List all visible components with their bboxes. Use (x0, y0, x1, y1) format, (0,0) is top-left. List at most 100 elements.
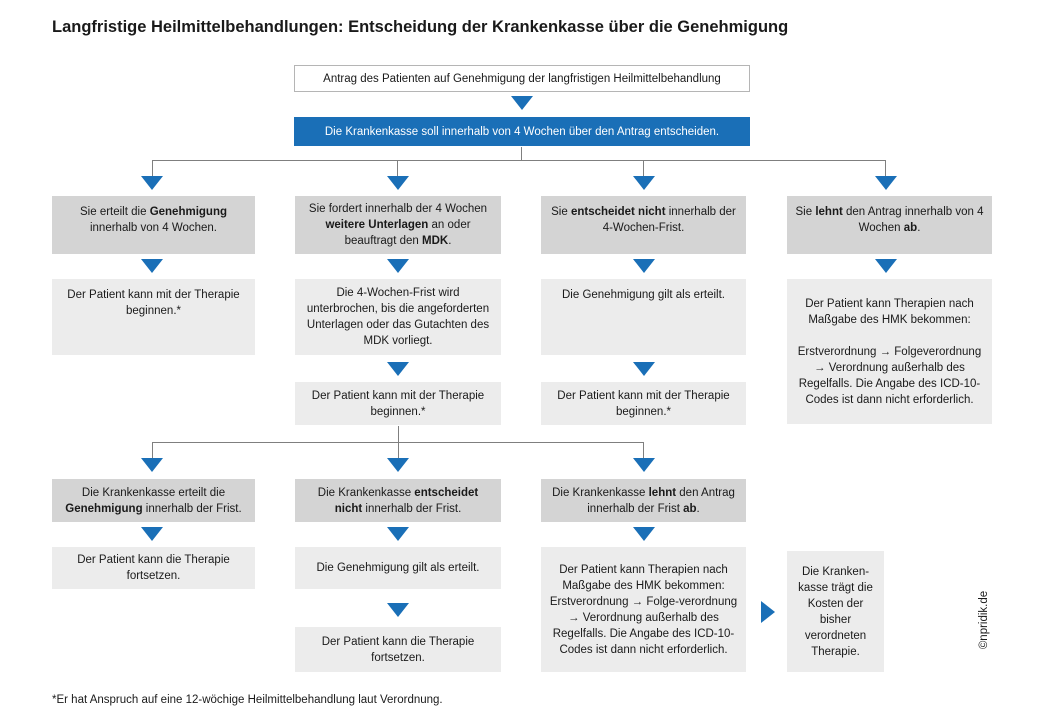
text-segment: Die Krankenkasse (317, 486, 415, 499)
bold-text: Genehmigung (149, 206, 227, 218)
text-segment: Die Genehmigung gilt als erteilt. (316, 562, 480, 574)
bold-text: ab (683, 502, 697, 515)
bold-text: lehnt (815, 206, 843, 218)
result-therapie-fortsetzen-text: Der Patient kann die Therapie fortsetzen… (303, 634, 493, 666)
result-therapie-beginnen-text: Der Patient kann mit der Therapie beginn… (60, 287, 247, 319)
text-segment: Der Patient kann die Therapie fortsetzen… (77, 554, 230, 582)
option-ablehnung-box: Sie lehnt den Antrag innerhalb von 4 Woc… (787, 196, 992, 254)
text-segment: Die Krankenkasse erteilt die (81, 486, 226, 499)
down-arrow-icon (633, 362, 655, 376)
result-frist-unterbrochen-text: Die 4-Wochen-Frist wird unterbrochen, bi… (303, 285, 493, 349)
down-arrow-icon (633, 527, 655, 541)
text-segment: innerhalb der Frist. (142, 502, 242, 515)
down-arrow-icon (387, 176, 409, 190)
text-segment: an oder beauftragt den (344, 219, 471, 247)
result-frist-unterbrochen-box: Die 4-Wochen-Frist wird unterbrochen, bi… (295, 279, 501, 355)
down-arrow-icon (141, 458, 163, 472)
result-therapie-fortsetzen-box: Der Patient kann die Therapie fortsetzen… (52, 547, 255, 589)
frist-ablehnung-box: Die Krankenkasse lehnt den Antrag innerh… (541, 479, 746, 522)
text-segment: Der Patient kann Therapien nach Maßgabe … (549, 563, 738, 656)
option-unterlagen-text: Sie fordert innerhalb der 4 Wochen weite… (303, 201, 493, 249)
bold-text: weitere Unterlagen (325, 219, 429, 231)
option-ablehnung-text: Sie lehnt den Antrag innerhalb von 4 Woc… (795, 204, 984, 236)
down-arrow-icon (387, 362, 409, 376)
text-segment: Der Patient kann mit der Therapie beginn… (557, 389, 730, 418)
kostenuebernahme-box: Die Kranken-kasse trägt die Kosten der b… (787, 551, 884, 672)
result-genehmigung-erteilt-text: Die Genehmigung gilt als erteilt. (317, 560, 480, 576)
bold-text: Genehmigung (65, 502, 143, 515)
footnote: *Er hat Anspruch auf eine 12-wöchige Hei… (52, 694, 443, 706)
down-arrow-icon (141, 176, 163, 190)
text-segment: Die Genehmigung gilt als erteilt. (562, 289, 725, 301)
frist-genehmigung-text: Die Krankenkasse erteilt die Genehmigung… (60, 485, 247, 517)
result-therapie-beginnen-box: Der Patient kann mit der Therapie beginn… (541, 382, 746, 425)
text-segment: Erstverordnung → Folgeverordnung → Veror… (797, 345, 982, 406)
option-genehmigung-text: Sie erteilt die Genehmigung innerhalb vo… (60, 204, 247, 236)
down-arrow-icon (875, 176, 897, 190)
connector-line (521, 147, 522, 160)
frist-ablehnung-text: Die Krankenkasse lehnt den Antrag innerh… (549, 485, 738, 517)
result-genehmigung-erteilt-box: Die Genehmigung gilt als erteilt. (295, 547, 501, 589)
bold-text: lehnt (648, 486, 677, 499)
diagram-title: Langfristige Heilmittelbehandlungen: Ent… (52, 18, 789, 36)
kostenuebernahme-text: Die Kranken-kasse trägt die Kosten der b… (795, 564, 876, 660)
entscheidung-text: Die Krankenkasse soll innerhalb von 4 Wo… (325, 124, 719, 140)
result-therapie-beginnen-text: Der Patient kann mit der Therapie beginn… (549, 388, 738, 420)
option-unterlagen-box: Sie fordert innerhalb der 4 Wochen weite… (295, 196, 501, 254)
down-arrow-icon (511, 96, 533, 110)
text-segment: . (917, 222, 921, 234)
result-hmk-text: Der Patient kann Therapien nach Maßgabe … (795, 296, 984, 408)
bold-text: MDK (421, 235, 449, 247)
antrag-text: Antrag des Patienten auf Genehmigung der… (323, 71, 721, 87)
option-genehmigung-box: Sie erteilt die Genehmigung innerhalb vo… (52, 196, 255, 254)
text-segment: Sie fordert innerhalb der 4 Wochen (308, 203, 488, 215)
frist-keine-entscheidung-box: Die Krankenkasse entscheidet nicht inner… (295, 479, 501, 522)
text-segment: Sie (795, 206, 816, 218)
result-hmk-text: Der Patient kann Therapien nach Maßgabe … (549, 562, 738, 658)
connector-line (152, 160, 153, 176)
frist-keine-entscheidung-text: Die Krankenkasse entscheidet nicht inner… (303, 485, 493, 517)
down-arrow-icon (633, 259, 655, 273)
text-segment: Die Krankenkasse soll innerhalb von 4 Wo… (324, 125, 720, 138)
bold-text: entscheidet nicht (334, 486, 479, 515)
text-segment: Antrag des Patienten auf Genehmigung der… (323, 72, 721, 85)
connector-line (643, 442, 644, 458)
bold-text: ab (903, 222, 918, 234)
result-genehmigung-erteilt-box: Die Genehmigung gilt als erteilt. (541, 279, 746, 355)
connector-line (152, 160, 886, 161)
text-segment: Sie (551, 206, 571, 218)
text-segment: Der Patient kann mit der Therapie beginn… (311, 389, 485, 418)
connector-line (885, 160, 886, 176)
text-segment: . (448, 235, 452, 247)
text-segment: Die Kranken-kasse trägt die Kosten der b… (798, 565, 873, 658)
option-keine-entscheidung-box: Sie entscheidet nicht innerhalb der 4-Wo… (541, 196, 746, 254)
down-arrow-icon (141, 259, 163, 273)
result-therapie-beginnen-text: Der Patient kann mit der Therapie beginn… (303, 388, 493, 420)
bold-text: entscheidet nicht (570, 206, 666, 218)
down-arrow-icon (633, 176, 655, 190)
result-therapie-fortsetzen-box: Der Patient kann die Therapie fortsetzen… (295, 627, 501, 672)
frist-genehmigung-box: Die Krankenkasse erteilt die Genehmigung… (52, 479, 255, 522)
text-segment: Der Patient kann mit der Therapie beginn… (67, 289, 240, 317)
result-hmk-box: Der Patient kann Therapien nach Maßgabe … (541, 547, 746, 672)
text-segment: innerhalb der 4-Wochen-Frist. (602, 206, 736, 234)
down-arrow-icon (387, 259, 409, 273)
text-segment: den Antrag innerhalb der Frist (587, 486, 735, 515)
text-segment: Die Krankenkasse (552, 486, 649, 499)
result-therapie-beginnen-box: Der Patient kann mit der Therapie beginn… (52, 279, 255, 355)
entscheidung-box: Die Krankenkasse soll innerhalb von 4 Wo… (294, 117, 750, 146)
text-segment: . (696, 502, 700, 515)
connector-line (152, 442, 153, 458)
down-arrow-icon (387, 527, 409, 541)
connector-line (152, 442, 643, 443)
text-segment: innerhalb der Frist. (362, 502, 462, 515)
text-segment: Der Patient kann die Therapie fortsetzen… (321, 635, 475, 664)
down-arrow-icon (875, 259, 897, 273)
connector-line (397, 160, 398, 176)
result-hmk-box: Der Patient kann Therapien nach Maßgabe … (787, 279, 992, 424)
down-arrow-icon (387, 603, 409, 617)
copyright-label: ©npridik.de (978, 590, 990, 650)
option-keine-entscheidung-text: Sie entscheidet nicht innerhalb der 4-Wo… (549, 204, 738, 236)
connector-line (643, 160, 644, 176)
down-arrow-icon (633, 458, 655, 472)
